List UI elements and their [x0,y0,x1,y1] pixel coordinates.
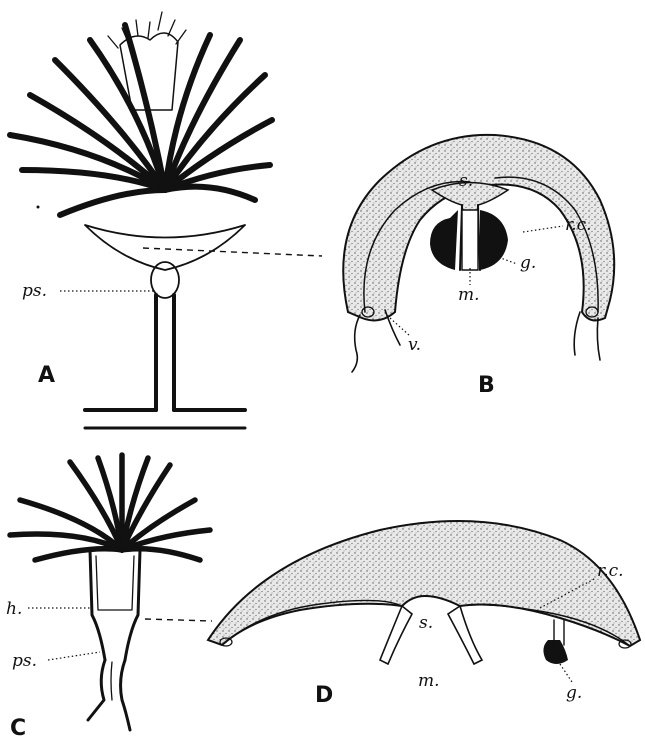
panel-label-d: D [315,683,333,708]
label-b-v: v. [408,335,421,355]
label-b-rc: r.c. [565,215,592,235]
label-b-m: m. [458,285,480,305]
label-d-g: g. [566,683,582,703]
label-c-ps: ps. [12,651,37,671]
figure-a-polyp: ps. A [10,12,272,428]
label-b-s: s. [459,171,473,191]
figure-d-section: r.c. s. m. g. D [208,521,640,708]
connector-a-b [143,248,322,256]
panel-label-a: A [38,363,55,388]
panel-label-c: C [10,716,26,739]
label-c-h: h. [6,599,22,619]
label-d-s: s. [419,613,433,633]
label-b-g: g. [520,253,536,273]
figure-c-polyp: h. ps. C [6,455,210,739]
label-d-rc: r.c. [597,561,624,581]
label-d-m: m. [418,671,440,691]
figure-b-section: s. r.c. g. m. v. B [343,135,614,398]
label-a-ps: ps. [22,281,47,301]
connector-c-d [145,619,212,621]
panel-label-b: B [478,373,495,398]
